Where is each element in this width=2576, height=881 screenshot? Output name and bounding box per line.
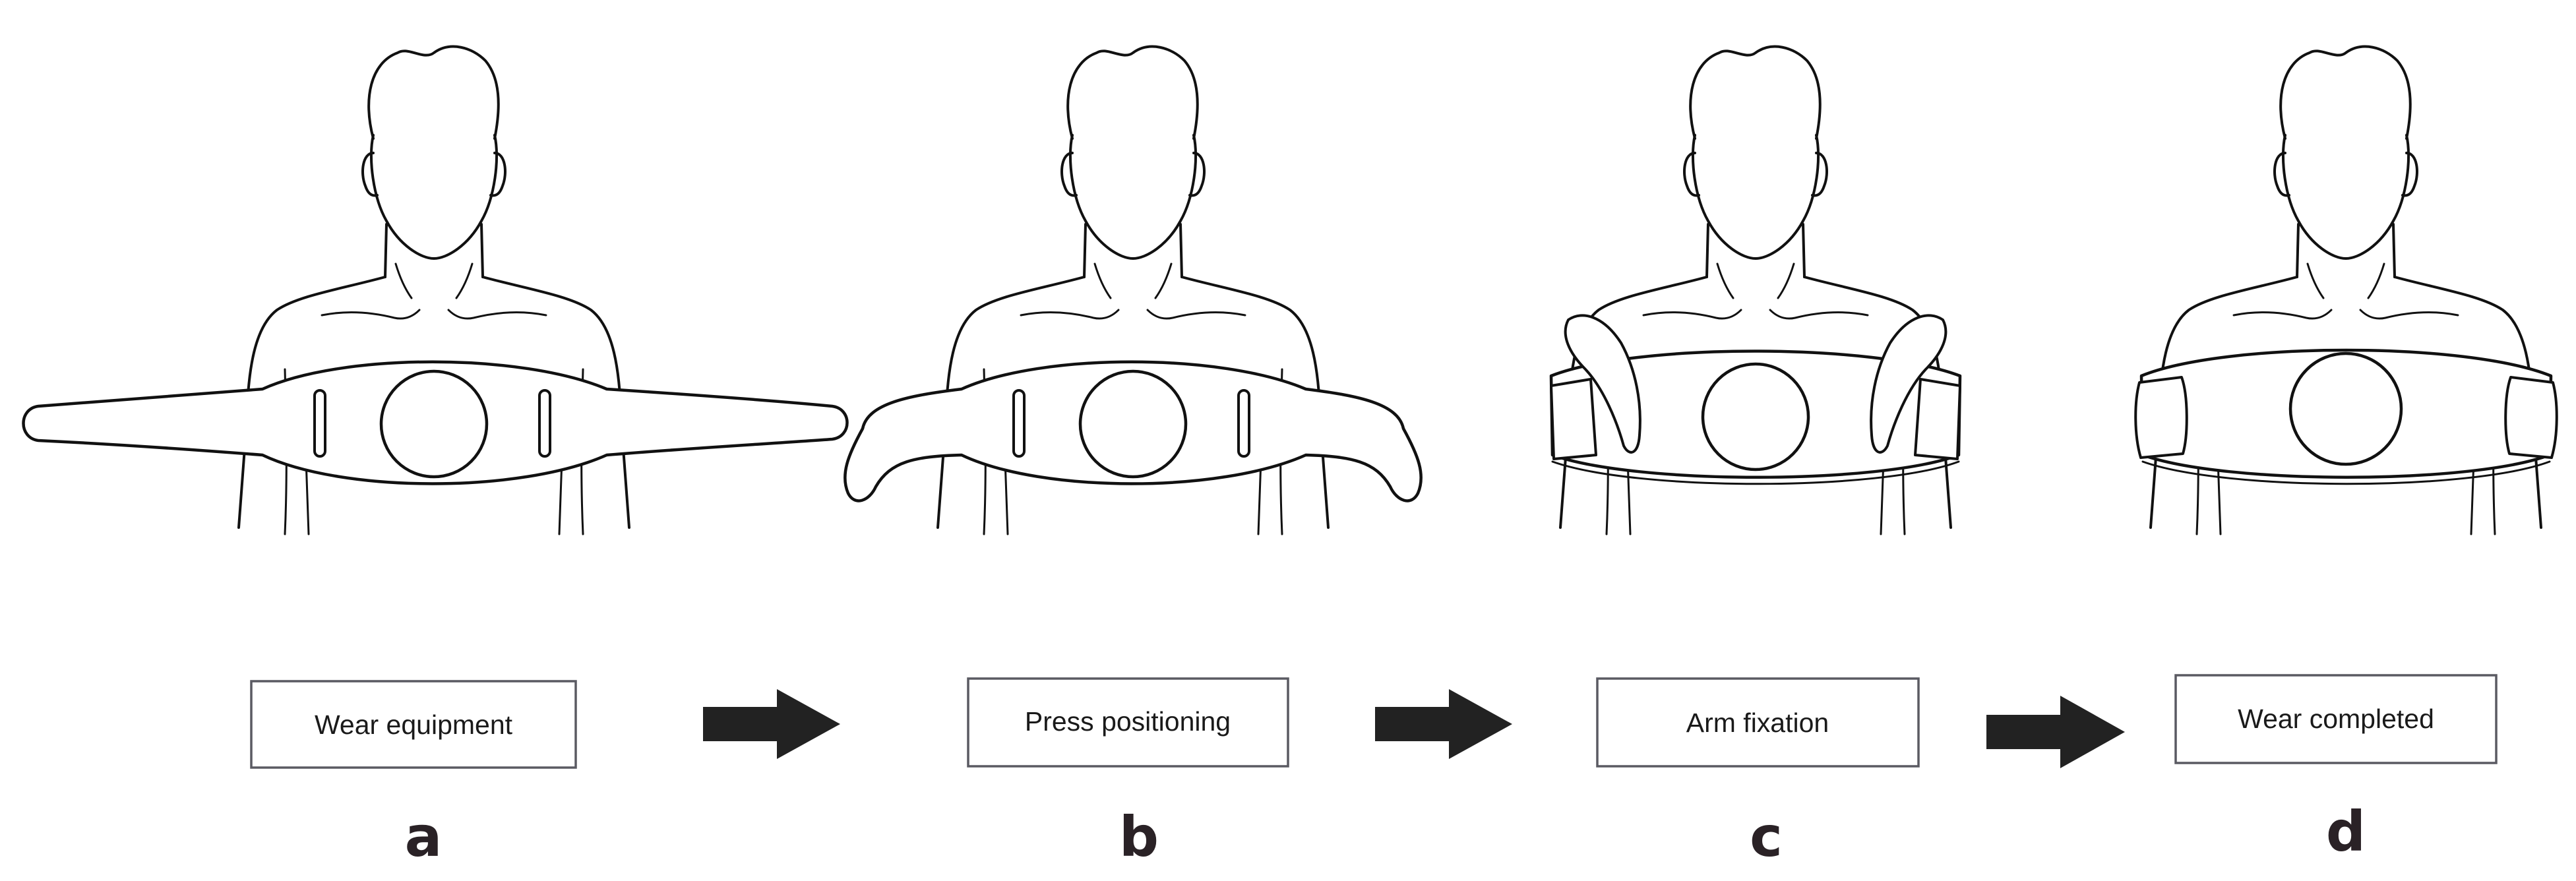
step-letter-d: d	[2326, 799, 2366, 864]
figure-b-press-positioning	[843, 45, 1423, 536]
step-label: Press positioning	[1025, 706, 1231, 737]
step-box-d: Wear completed	[2174, 674, 2498, 764]
center-pad	[2288, 351, 2403, 466]
arm-strap-right	[1914, 378, 1961, 460]
slot-right	[538, 389, 551, 458]
right-arrow-icon	[1986, 696, 2125, 768]
figure-c-arm-fixation	[1549, 45, 1962, 536]
arm-strap-left	[2134, 376, 2188, 459]
step-letter-c: c	[1750, 805, 1783, 869]
step-letter-b: b	[1119, 805, 1159, 869]
slot-left	[313, 389, 326, 458]
center-pad	[1078, 369, 1188, 479]
slot-right	[1237, 389, 1250, 458]
flap-left	[1564, 314, 1641, 454]
step-box-frame	[967, 677, 1289, 768]
step-box-c: Arm fixation	[1596, 677, 1920, 768]
step-label: Wear completed	[2238, 704, 2434, 734]
figure-d-wear-completed	[2134, 45, 2558, 536]
step-box-frame	[2174, 674, 2498, 764]
step-box-b: Press positioning	[967, 677, 1289, 768]
arm-strap-right	[2504, 376, 2558, 459]
step-box-frame	[1596, 677, 1920, 768]
right-arrow-icon	[1375, 689, 1512, 759]
figure-a-wear-equipment	[22, 45, 849, 536]
step-label: Arm fixation	[1686, 708, 1829, 738]
arm-strap-left	[1550, 378, 1597, 460]
center-pad	[1701, 362, 1810, 471]
slot-left	[1012, 389, 1026, 458]
step-letter-a: a	[405, 805, 443, 869]
flap-right	[1870, 314, 1947, 454]
step-box-a: Wear equipment	[250, 680, 577, 769]
step-label: Wear equipment	[315, 710, 513, 740]
right-arrow-icon	[703, 689, 840, 759]
center-pad	[379, 369, 489, 479]
step-box-frame	[250, 680, 577, 769]
